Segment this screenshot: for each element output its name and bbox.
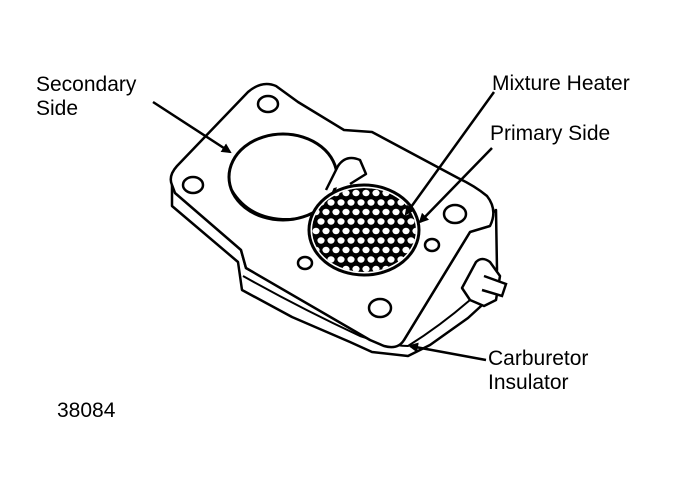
heater-perforation — [377, 199, 385, 206]
heater-perforation — [362, 208, 370, 216]
mounting-hole — [442, 203, 468, 225]
heater-perforation — [322, 246, 330, 254]
heater-perforation — [337, 218, 345, 225]
heater-perforation — [367, 199, 375, 206]
heater-perforation — [397, 237, 405, 244]
heater-perforation — [382, 246, 390, 254]
heater-perforation — [397, 218, 405, 225]
heater-perforation — [352, 189, 360, 197]
connector-terminal — [481, 274, 508, 298]
heater-perforation — [367, 218, 375, 225]
secondary-side-label-line2: Side — [36, 97, 79, 120]
heater-perforation — [352, 208, 360, 216]
carburetor-insulator-label-line2: Insulator — [488, 371, 569, 394]
heater-perforation — [317, 218, 325, 225]
heater-perforation — [337, 237, 345, 244]
heater-perforation — [347, 256, 355, 263]
mixture-heater-label: Mixture Heater — [492, 72, 630, 95]
heater-perforation — [342, 208, 350, 216]
heater-perforation — [382, 208, 390, 216]
heater-perforation — [362, 189, 370, 197]
heater-perforation — [357, 218, 365, 225]
heater-perforation — [327, 199, 335, 206]
primary-side-leader — [418, 147, 493, 224]
heater-perforation — [342, 246, 350, 254]
heater-perforation — [387, 237, 395, 244]
heater-perforation — [332, 246, 340, 254]
secondary-side-label-line1: Secondary — [36, 73, 137, 96]
heater-perforation — [322, 227, 330, 235]
heater-connector — [460, 257, 502, 308]
heater-perforation — [407, 237, 415, 244]
heater-perforation — [357, 199, 365, 206]
heater-perforation — [392, 246, 400, 254]
bolt-hole — [296, 255, 314, 271]
heater-perforation — [392, 208, 400, 216]
heater-perforation — [357, 237, 365, 244]
heater-perforation — [377, 218, 385, 225]
heater-perforation — [332, 208, 340, 216]
heater-perforation — [352, 246, 360, 254]
heater-perforation — [402, 227, 410, 235]
heater-perforation — [387, 256, 395, 263]
heater-perforation — [387, 218, 395, 225]
heater-perforation — [362, 265, 370, 272]
heater-perforation — [337, 256, 345, 263]
heater-perforation — [392, 227, 400, 235]
heater-perforation — [322, 208, 330, 216]
heater-perforation — [387, 199, 395, 206]
heater-perforation — [347, 199, 355, 206]
heater-perforation — [332, 227, 340, 235]
secondary-side-label: Secondary Side — [36, 73, 136, 121]
mounting-hole — [367, 297, 393, 319]
mounting-hole — [181, 175, 205, 195]
heater-perforation — [377, 256, 385, 263]
heater-perforation — [347, 237, 355, 244]
mixture-heater-leader — [404, 91, 496, 216]
heater-perforation — [367, 237, 375, 244]
heater-perforation — [367, 256, 375, 263]
heater-perforation — [402, 246, 410, 254]
heater-perforation — [337, 199, 345, 206]
heater-perforation — [357, 256, 365, 263]
heater-perforation — [362, 246, 370, 254]
heater-perforation — [352, 227, 360, 235]
carburetor-insulator-label-line1: Carburetor — [488, 347, 589, 370]
heater-perforation — [352, 265, 360, 272]
heater-perforation — [372, 227, 380, 235]
heater-perforation — [407, 218, 415, 225]
heater-perforation — [382, 227, 390, 235]
heater-perforation — [342, 189, 350, 197]
mixture-heater-grid — [312, 188, 416, 272]
primary-side-label: Primary Side — [490, 122, 611, 145]
carburetor-insulator-label: Carburetor Insulator — [488, 347, 588, 395]
heater-perforation — [372, 246, 380, 254]
heater-perforation — [327, 218, 335, 225]
bolt-hole — [423, 237, 441, 253]
figure-number: 38084 — [57, 399, 116, 422]
mounting-hole — [256, 94, 280, 114]
heater-perforation — [372, 208, 380, 216]
heater-perforation — [327, 237, 335, 244]
heater-perforation — [362, 227, 370, 235]
heater-perforation — [372, 189, 380, 197]
heater-perforation — [327, 256, 335, 263]
heater-perforation — [342, 227, 350, 235]
secondary-side-leader — [152, 100, 232, 154]
heater-perforation — [377, 237, 385, 244]
heater-perforation — [347, 218, 355, 225]
heater-perforation — [312, 227, 320, 235]
heater-perforation — [317, 237, 325, 244]
bore-passage — [324, 156, 368, 191]
carburetor-insulator-leader — [408, 342, 487, 362]
